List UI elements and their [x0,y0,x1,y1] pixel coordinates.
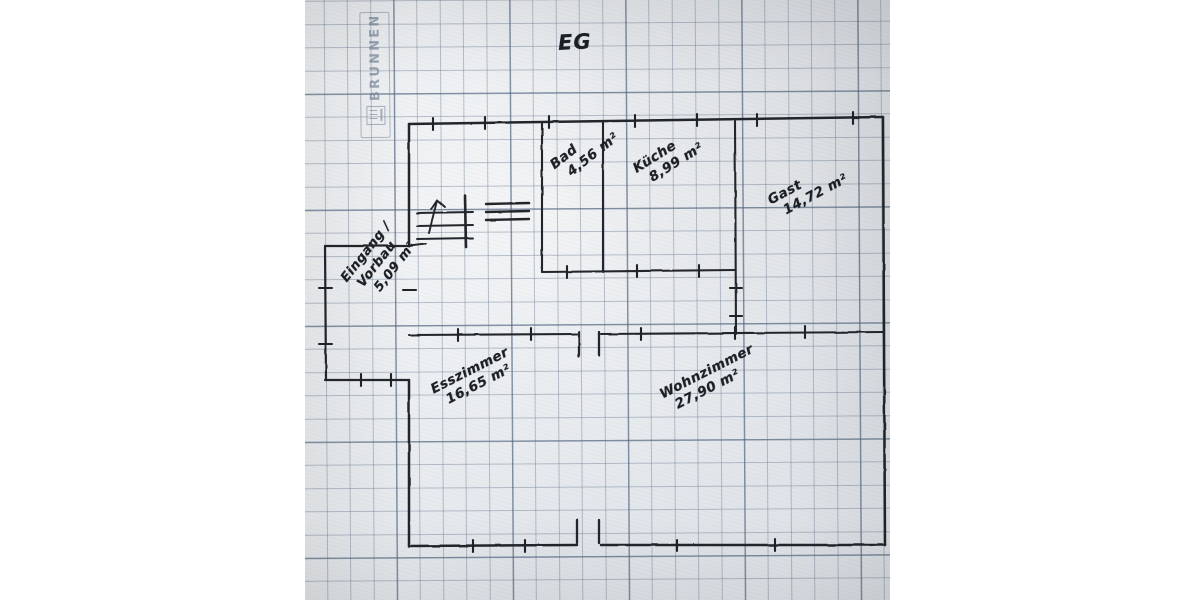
floor-plan-drawing [305,0,890,600]
floor-plan-photo: BRUNNEN [305,0,890,600]
paper-grain [305,0,890,600]
plan-title: EG [557,29,593,55]
wall-lines-svg [317,110,887,554]
